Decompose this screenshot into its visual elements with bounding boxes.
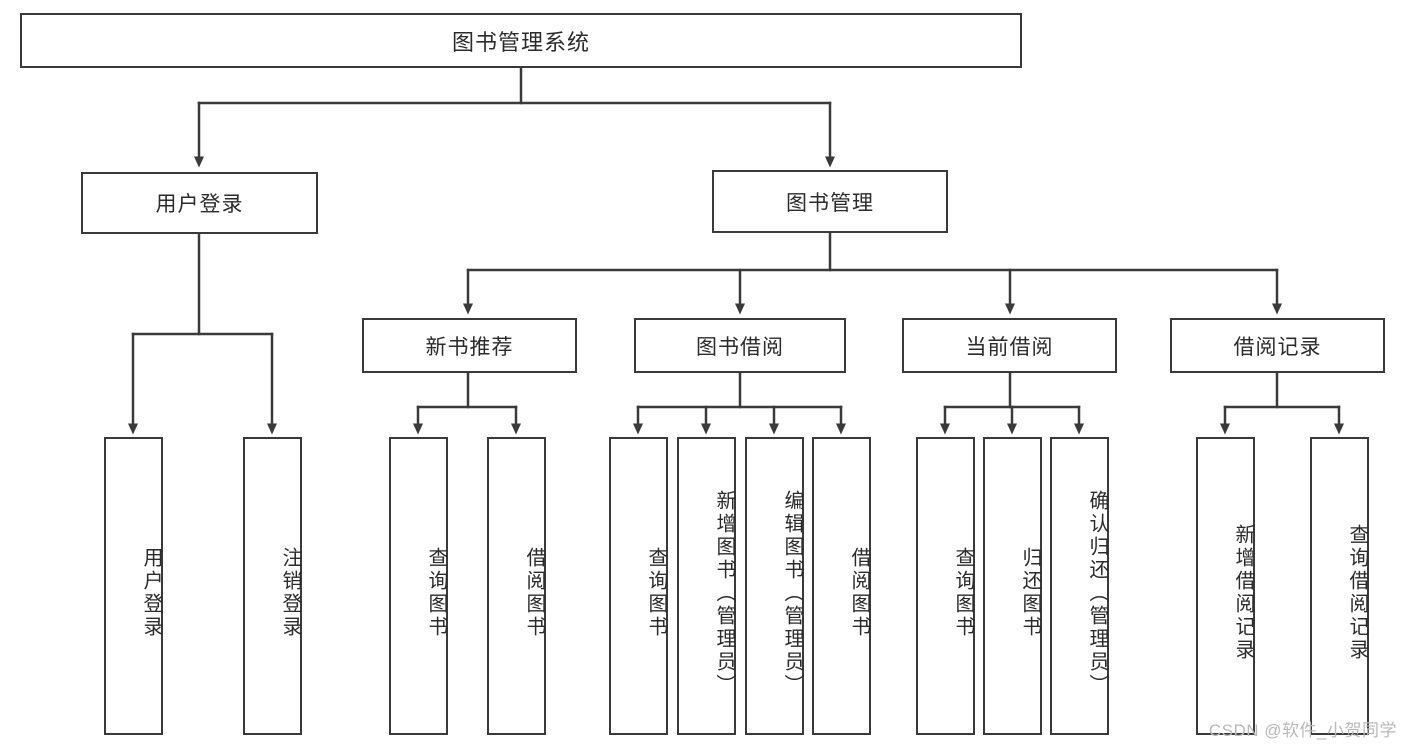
node-book-management[interactable]: 图书管理	[712, 170, 948, 233]
node-borrowing-record[interactable]: 借阅记录	[1170, 318, 1385, 373]
node-label: 确认归还（管理员）	[1086, 489, 1108, 697]
node-user-login[interactable]: 用户登录	[81, 172, 318, 234]
node-label: 新增图书（管理员）	[713, 489, 735, 697]
node-label: 图书借阅	[696, 335, 784, 359]
node-label: 借阅记录	[1233, 335, 1322, 359]
leaf-new-book-query-book[interactable]: 查询图书	[389, 437, 448, 735]
leaf-book-borrow-query-book[interactable]: 查询图书	[609, 437, 668, 735]
node-label: 新增借阅记录	[1232, 524, 1254, 662]
leaf-user-login-login[interactable]: 用户登录	[104, 437, 163, 735]
leaf-current-borrow-return-book[interactable]: 归还图书	[983, 437, 1042, 735]
leaf-current-borrow-query-book[interactable]: 查询图书	[916, 437, 975, 735]
node-root-book-management-system[interactable]: 图书管理系统	[20, 13, 1022, 68]
leaf-current-borrow-confirm-return-admin[interactable]: 确认归还（管理员）	[1050, 437, 1109, 735]
node-book-borrowing[interactable]: 图书借阅	[634, 318, 846, 373]
leaf-book-borrow-add-book-admin[interactable]: 新增图书（管理员）	[677, 437, 736, 735]
node-label: 图书管理	[786, 191, 874, 215]
node-new-book-recommendation[interactable]: 新书推荐	[362, 318, 577, 373]
leaf-user-login-logout[interactable]: 注销登录	[243, 437, 302, 735]
leaf-book-borrow-edit-book-admin[interactable]: 编辑图书（管理员）	[745, 437, 804, 735]
node-label: 用户登录	[155, 193, 244, 216]
csdn-watermark: CSDN @软件_小贺同学	[1208, 721, 1397, 740]
node-current-borrowing[interactable]: 当前借阅	[902, 318, 1117, 373]
leaf-borrow-record-query-record[interactable]: 查询借阅记录	[1310, 437, 1369, 735]
leaf-book-borrow-borrow-book[interactable]: 借阅图书	[812, 437, 871, 735]
node-label: 查询借阅记录	[1346, 524, 1368, 662]
node-label: 查询图书	[645, 547, 667, 639]
node-label: 图书管理系统	[451, 29, 590, 55]
node-label: 查询图书	[952, 547, 974, 639]
node-label: 借阅图书	[848, 547, 870, 639]
node-label: 编辑图书（管理员）	[781, 489, 803, 697]
node-label: 归还图书	[1019, 547, 1041, 639]
node-label: 用户登录	[140, 547, 162, 639]
leaf-new-book-borrow-book[interactable]: 借阅图书	[487, 437, 546, 735]
leaf-borrow-record-add-record[interactable]: 新增借阅记录	[1196, 437, 1255, 735]
node-label: 新书推荐	[425, 335, 514, 359]
node-label: 当前借阅	[965, 335, 1054, 359]
node-label: 注销登录	[279, 547, 301, 639]
node-label: 借阅图书	[523, 547, 545, 639]
node-label: 查询图书	[425, 547, 447, 639]
